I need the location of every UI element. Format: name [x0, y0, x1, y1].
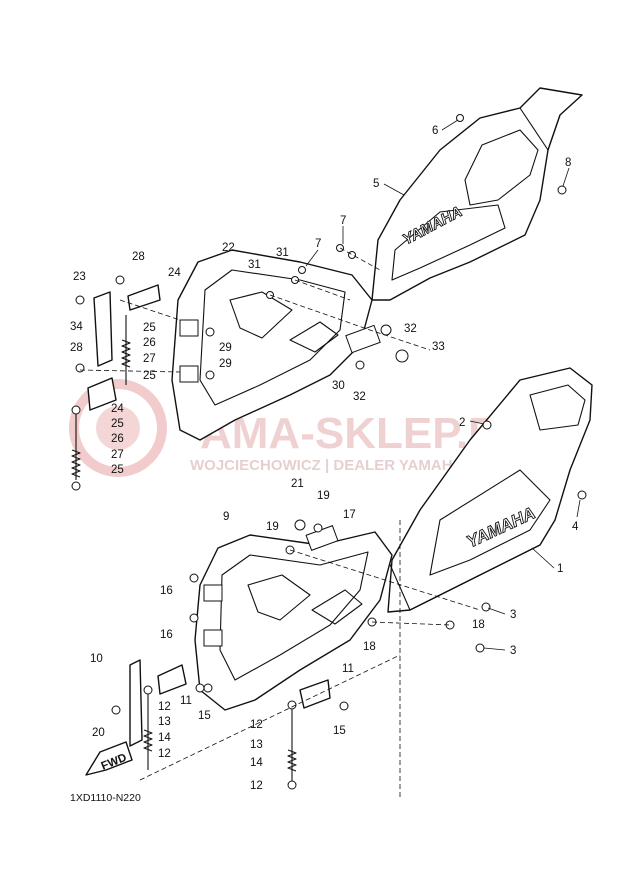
- upper-hinge-assembly: [71, 275, 161, 491]
- callout-16b: 16: [160, 629, 173, 641]
- latch-parts: [189, 114, 587, 693]
- callout-27b: 27: [111, 449, 124, 461]
- callout-23: 23: [73, 271, 86, 283]
- lower-hinge-assembly: [111, 659, 349, 790]
- callout-14a: 14: [158, 732, 171, 744]
- callout-29b: 29: [219, 358, 232, 370]
- callout-26a: 26: [143, 337, 156, 349]
- callout-17: 17: [343, 509, 356, 521]
- callout-32b: 32: [353, 391, 366, 403]
- callout-19a: 19: [317, 490, 330, 502]
- callout-20: 20: [92, 727, 105, 739]
- callout-11b: 11: [342, 663, 354, 675]
- callout-3a: 3: [510, 609, 516, 621]
- alignment-lines: [79, 247, 481, 800]
- callout-10: 10: [90, 653, 103, 665]
- callout-29a: 29: [219, 342, 232, 354]
- callout-21: 21: [291, 478, 304, 490]
- lower-door: [194, 531, 393, 711]
- callout-12a: 12: [158, 701, 171, 713]
- watermark-logo-ring: [69, 379, 167, 477]
- callout-34: 34: [70, 321, 83, 333]
- diagram-code: 1XD1110-N220: [70, 792, 141, 804]
- callout-28b: 28: [70, 342, 83, 354]
- callout-3b: 3: [510, 645, 516, 657]
- callout-31b: 31: [276, 247, 289, 259]
- callout-13a: 13: [158, 716, 171, 728]
- callout-22: 22: [222, 242, 235, 254]
- callout-8: 8: [565, 157, 571, 169]
- fwd-arrow: FWD: [85, 741, 133, 776]
- callout-labels: 1 2 3 3 4 5 6 7 7 8 9 10 11 11 12 12 12 …: [70, 125, 579, 792]
- watermark-logo-core: [96, 406, 140, 450]
- callout-28a: 28: [132, 251, 145, 263]
- leader-lines: [305, 119, 581, 651]
- callout-25d: 25: [111, 464, 124, 476]
- upper-rear-panel: YAMAHA: [371, 87, 583, 301]
- callout-18a: 18: [472, 619, 485, 631]
- callout-9: 9: [223, 511, 229, 523]
- callout-16a: 16: [160, 585, 173, 597]
- callout-4: 4: [572, 521, 579, 533]
- callout-1: 1: [557, 563, 563, 575]
- callout-25a: 25: [143, 322, 156, 334]
- callout-33: 33: [432, 341, 445, 353]
- callout-15b: 15: [333, 725, 346, 737]
- lower-rear-panel: YAMAHA: [387, 367, 593, 613]
- callout-12b: 12: [158, 748, 171, 760]
- callout-30: 30: [332, 380, 345, 392]
- watermark-dealer: WOJCIECHOWICZ | DEALER YAMAHA: [190, 457, 464, 474]
- callout-6: 6: [432, 125, 438, 137]
- upper-door: [171, 249, 373, 441]
- callout-15a: 15: [198, 710, 211, 722]
- callout-12c: 12: [250, 719, 263, 731]
- callout-7b: 7: [315, 238, 321, 250]
- callout-26b: 26: [111, 433, 124, 445]
- callout-25c: 25: [111, 418, 124, 430]
- callout-5: 5: [373, 178, 379, 190]
- callout-2: 2: [459, 417, 465, 429]
- callout-11a: 11: [180, 695, 192, 707]
- callout-18b: 18: [363, 641, 376, 653]
- callout-12d: 12: [250, 780, 263, 792]
- callout-14b: 14: [250, 757, 263, 769]
- callout-25b: 25: [143, 370, 156, 382]
- callout-24b: 24: [111, 403, 124, 415]
- callout-32a: 32: [404, 323, 417, 335]
- callout-31a: 31: [248, 259, 261, 271]
- callout-24a: 24: [168, 267, 181, 279]
- callout-7a: 7: [340, 215, 346, 227]
- callout-27a: 27: [143, 353, 156, 365]
- callout-19b: 19: [266, 521, 279, 533]
- callout-13b: 13: [250, 739, 263, 751]
